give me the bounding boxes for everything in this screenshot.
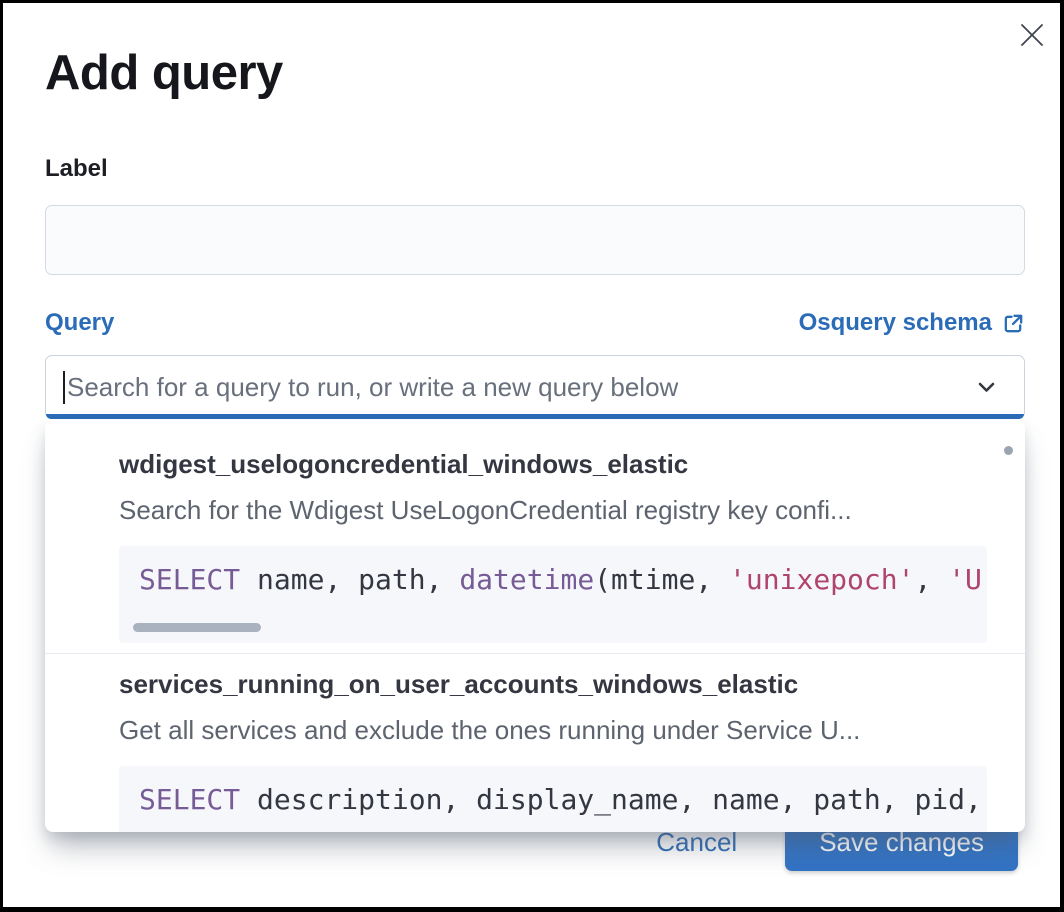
label-field-label: Label [45, 155, 108, 182]
query-field-label: Query [45, 309, 115, 336]
query-option[interactable]: wdigest_uselogoncredential_windows_elast… [45, 420, 1025, 653]
option-description: Search for the Wdigest UseLogonCredentia… [119, 495, 852, 525]
query-search-combobox [45, 355, 1025, 419]
option-title: services_running_on_user_accounts_window… [119, 669, 799, 699]
query-suggestions-dropdown: wdigest_uselogoncredential_windows_elast… [45, 420, 1025, 832]
horizontal-scrollbar-thumb[interactable] [133, 623, 261, 632]
chevron-down-icon[interactable] [973, 374, 1000, 401]
close-icon [1021, 24, 1043, 46]
focus-indicator [46, 414, 1024, 419]
option-title: wdigest_uselogoncredential_windows_elast… [119, 449, 689, 479]
query-option[interactable]: services_running_on_user_accounts_window… [45, 654, 1025, 832]
option-divider [45, 653, 1025, 654]
osquery-schema-link-label: Osquery schema [798, 309, 992, 336]
option-description: Get all services and exclude the ones ru… [119, 715, 861, 745]
close-button[interactable] [1012, 15, 1052, 55]
query-field-header: Query Osquery schema [45, 309, 1025, 337]
page-title: Add query [45, 46, 283, 100]
label-input[interactable] [45, 205, 1025, 275]
option-code-snippet: SELECT name, path, datetime(mtime, 'unix… [119, 546, 987, 643]
external-link-icon [1004, 314, 1023, 332]
option-code-snippet: SELECT description, display_name, name, … [119, 766, 987, 832]
query-search-input[interactable] [46, 356, 1024, 418]
vertical-scrollbar-thumb[interactable] [1004, 446, 1013, 455]
text-cursor [63, 371, 65, 404]
osquery-schema-link[interactable]: Osquery schema [799, 309, 1025, 337]
